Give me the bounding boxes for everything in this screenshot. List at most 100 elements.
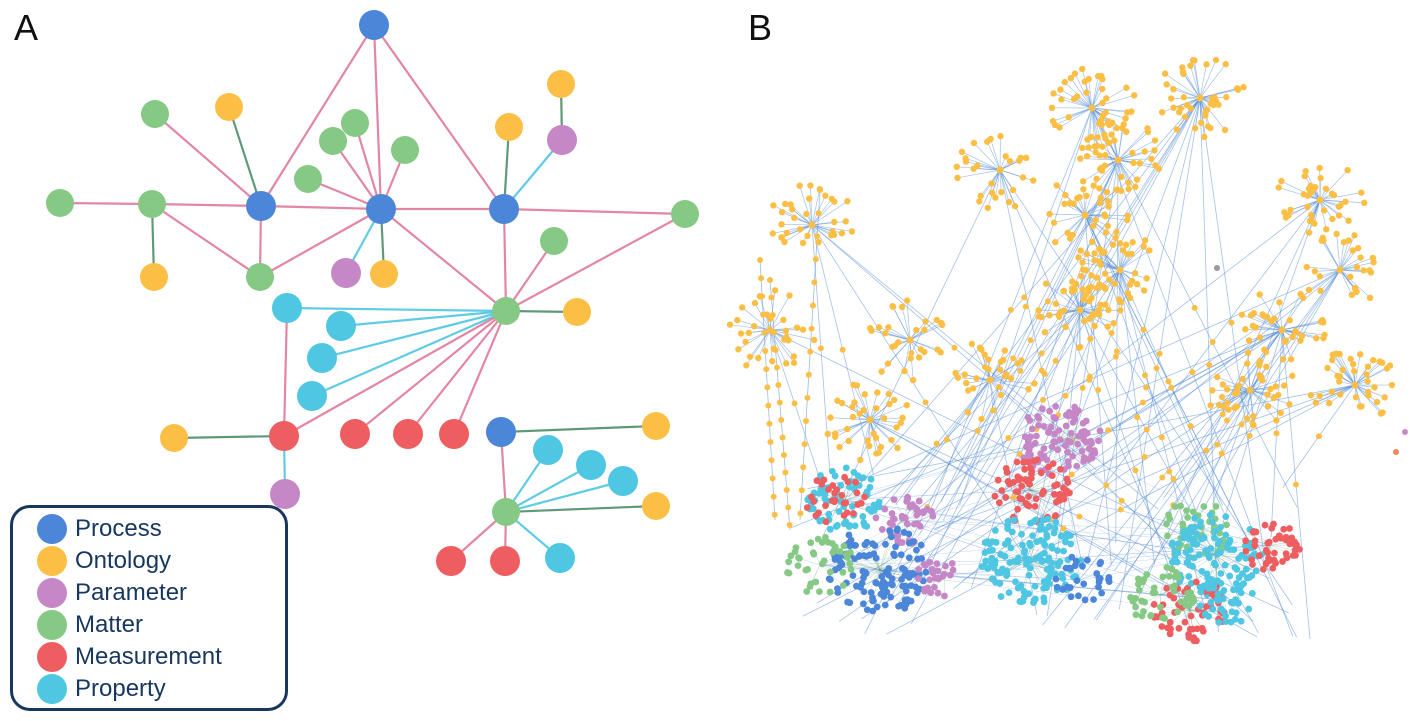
cluster-node (942, 562, 949, 570)
ontology-node (996, 366, 1004, 373)
cluster-node (1231, 564, 1239, 571)
cluster-node (1205, 612, 1212, 620)
ontology-node (1300, 191, 1308, 198)
graph-edge (844, 499, 1216, 556)
ontology-node (1083, 89, 1090, 96)
cluster-node (1292, 541, 1299, 549)
ontology-node (958, 148, 966, 156)
ontology-node (1370, 259, 1377, 266)
graph-edge (1117, 131, 1149, 161)
ontology-node (1090, 182, 1097, 189)
ontology-node (1286, 317, 1293, 324)
ontology-node (1088, 238, 1096, 246)
ontology-node (1292, 327, 1299, 335)
cluster-node (1159, 573, 1167, 581)
ontology-node (1218, 393, 1226, 401)
cluster-node (1050, 529, 1058, 537)
cluster-node (1223, 543, 1231, 551)
graph-edge (1029, 542, 1044, 561)
graph-edge (1088, 79, 1093, 109)
ontology-node (1023, 154, 1030, 162)
ontology-node (1344, 166, 1351, 174)
ontology-node (563, 298, 591, 326)
cluster-node (1165, 511, 1173, 519)
ontology-node (1005, 198, 1013, 206)
cluster-node (1237, 589, 1245, 597)
cluster-node (869, 540, 876, 548)
ontology-node (1096, 152, 1103, 159)
graph-edge (1054, 214, 1086, 243)
cluster-node (1052, 498, 1060, 506)
graph-edge (1319, 199, 1346, 203)
ontology-node (907, 355, 914, 362)
cluster-node (818, 560, 826, 568)
ontology-node (370, 260, 398, 288)
cluster-node (844, 598, 851, 606)
ontology-node (1130, 159, 1137, 167)
ontology-node (873, 405, 880, 412)
graph-edge (1306, 266, 1341, 271)
graph-edge (879, 554, 902, 571)
ontology-node (1351, 381, 1359, 389)
process-node (359, 10, 389, 40)
cluster-node (851, 555, 859, 563)
cluster-node (844, 478, 852, 486)
ontology-node (817, 187, 823, 193)
ontology-node (1113, 348, 1120, 355)
cluster-node (806, 582, 814, 590)
ontology-node (1113, 124, 1120, 132)
cluster-node (1208, 518, 1216, 526)
cluster-node (1193, 625, 1201, 633)
process-dot-icon (37, 514, 67, 544)
ontology-node (1005, 434, 1012, 441)
ontology-node (1102, 213, 1109, 220)
graph-edge (373, 24, 505, 210)
graph-edge (769, 329, 787, 364)
cluster-node (821, 490, 829, 498)
cluster-node (1282, 533, 1290, 541)
graph-edge (995, 169, 1001, 198)
cluster-node (1222, 612, 1229, 620)
ontology-node (1215, 101, 1222, 108)
cluster-node (829, 548, 837, 556)
cluster-node (1210, 534, 1218, 542)
ontology-node (1328, 356, 1336, 364)
graph-edge (1117, 140, 1156, 161)
cluster-node (893, 527, 901, 534)
graph-edge (961, 151, 1001, 171)
ontology-node (1099, 249, 1107, 256)
ontology-node (1122, 115, 1129, 122)
cluster-node (1057, 465, 1064, 473)
ontology-node (1010, 494, 1017, 501)
ontology-node (1017, 154, 1024, 162)
graph-edge (999, 169, 1002, 193)
ontology-node (1272, 383, 1279, 390)
ontology-node (1079, 144, 1086, 152)
ontology-node (984, 138, 991, 145)
ontology-node (808, 325, 815, 332)
cluster-node (1181, 618, 1189, 626)
ontology-node (989, 407, 997, 414)
ontology-node (1353, 288, 1360, 295)
graph-edge (864, 544, 881, 571)
cluster-node (946, 571, 954, 579)
ontology-node (1225, 406, 1232, 413)
cluster-node (1033, 432, 1040, 440)
ontology-node (1069, 278, 1076, 285)
graph-edge (1045, 283, 1081, 311)
ontology-node (1011, 202, 1019, 210)
cluster-node (1217, 570, 1225, 577)
graph-edge (973, 142, 1001, 171)
ontology-node (1347, 273, 1354, 281)
cluster-node (1157, 603, 1164, 611)
cluster-node (1039, 516, 1047, 524)
ontology-node (1065, 114, 1072, 121)
cluster-node (1198, 535, 1205, 543)
cluster-node (840, 520, 848, 528)
graph-edge (1281, 319, 1323, 331)
graph-edge (354, 310, 507, 435)
ontology-node (1106, 276, 1113, 283)
matter-node (492, 498, 520, 526)
ontology-node (1203, 61, 1210, 68)
ontology-node (1079, 384, 1086, 391)
